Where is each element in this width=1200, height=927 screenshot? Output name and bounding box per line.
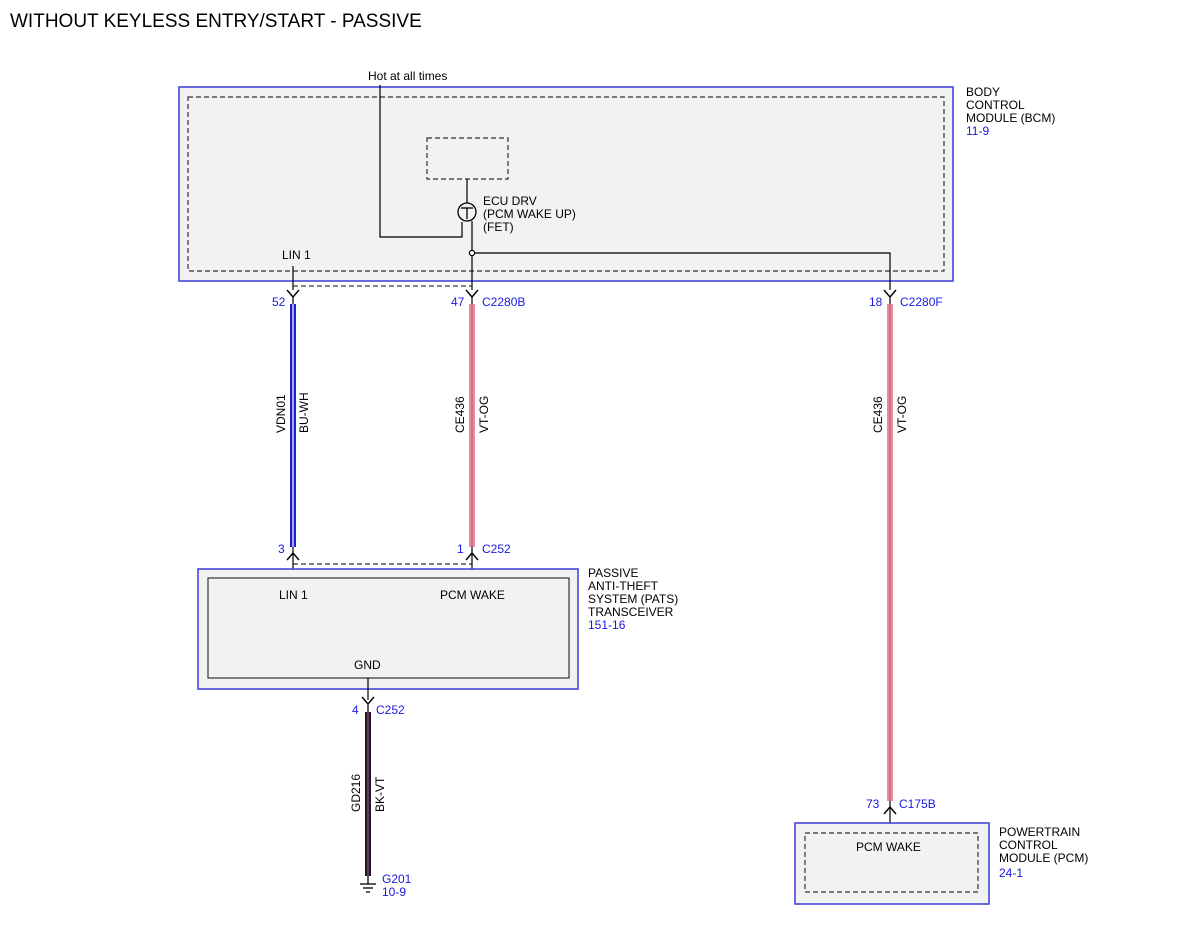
pats-wake-pin: 1 <box>457 542 464 556</box>
power-feed-wire <box>379 85 463 238</box>
pats-name-line-4: TRANSCEIVER <box>588 605 674 619</box>
pcm-ref: 24-1 <box>999 866 1023 880</box>
wire-vdn01-color: BU-WH <box>297 392 311 433</box>
pats-name-line-3: SYSTEM (PATS) <box>588 592 678 606</box>
wire-ce436-pats <box>469 297 475 547</box>
pats-gnd-connector: C252 <box>376 703 405 717</box>
bcm-branch-to-pcm-wire <box>474 252 891 290</box>
pats-lin-label: LIN 1 <box>279 588 308 602</box>
pats-lin-pin: 3 <box>278 542 285 556</box>
pats-internal-boundary <box>207 577 570 679</box>
pats-outline <box>197 568 579 690</box>
pcm-wake-pin: 73 <box>866 797 880 811</box>
pcm-module: PCM WAKE POWERTRAIN CONTROL MODULE (PCM)… <box>794 822 1088 905</box>
bcm-name-line-1: BODY <box>966 85 1000 99</box>
wire-vdn01 <box>290 297 296 547</box>
wire-gd216-color: BK-VT <box>373 776 387 812</box>
fet-transistor-icon <box>457 202 477 222</box>
pats-wake-label: PCM WAKE <box>440 588 505 602</box>
pcm-wake-label: PCM WAKE <box>856 840 921 854</box>
wire-vdn01-circuit: VDN01 <box>274 394 288 433</box>
connector-arrow-icon <box>286 551 479 561</box>
wire-ce436-pats-circuit: CE436 <box>453 396 467 433</box>
pcm-name-line-3: MODULE (PCM) <box>999 851 1088 865</box>
pcm-name-line-1: POWERTRAIN <box>999 825 1080 839</box>
bcm-module: BODY CONTROL MODULE (BCM) 11-9 Hot at al… <box>178 69 1055 290</box>
bcm-lin-pin: 52 <box>272 295 286 309</box>
bcm-pcm-connector: C2280F <box>900 295 943 309</box>
pats-module: LIN 1 PCM WAKE GND PASSIVE ANTI-THEFT SY… <box>197 566 678 690</box>
bcm-ref: 11-9 <box>966 124 989 138</box>
fet-label-line-2: (PCM WAKE UP) <box>483 207 576 221</box>
pats-name-line-1: PASSIVE <box>588 566 638 580</box>
wire-gd216-circuit: GD216 <box>349 774 363 812</box>
pats-ref: 151-16 <box>588 618 626 632</box>
power-note: Hot at all times <box>368 69 447 83</box>
ground-ref: 10-9 <box>382 885 406 899</box>
wire-ce436-pcm-circuit: CE436 <box>871 396 885 433</box>
ground-icon <box>360 876 376 893</box>
splice-node <box>468 249 476 257</box>
pats-name-line-2: ANTI-THEFT <box>588 579 659 593</box>
bcm-pcm-pin: 18 <box>869 295 883 309</box>
ground-name: G201 <box>382 872 412 886</box>
wire-ce436-pcm-color: VT-OG <box>895 396 909 433</box>
fet-label-line-3: (FET) <box>483 220 514 234</box>
fet-label-line-1: ECU DRV <box>483 194 537 208</box>
diagram-title: WITHOUT KEYLESS ENTRY/START - PASSIVE <box>10 11 422 32</box>
pats-wake-connector: C252 <box>482 542 511 556</box>
bcm-lin-label: LIN 1 <box>282 248 311 262</box>
pcm-name-line-2: CONTROL <box>999 838 1058 852</box>
bcm-wake-connector: C2280B <box>482 295 525 309</box>
bcm-internal-boundary <box>187 96 945 272</box>
bcm-name-line-2: CONTROL <box>966 98 1025 112</box>
wire-ce436-pcm <box>887 297 893 801</box>
pcm-outline <box>794 822 990 905</box>
bcm-outline <box>178 86 954 282</box>
wire-ce436-pats-color: VT-OG <box>477 396 491 433</box>
wire-gd216 <box>365 704 371 876</box>
pats-gnd-pin: 4 <box>352 703 359 717</box>
bcm-wake-pin: 47 <box>451 295 465 309</box>
pats-gnd-label: GND <box>354 658 381 672</box>
pcm-wake-connector: C175B <box>899 797 936 811</box>
bcm-name-line-3: MODULE (BCM) <box>966 111 1055 125</box>
connector-arrow-icon <box>286 289 897 299</box>
pcm-internal-boundary <box>804 832 979 893</box>
